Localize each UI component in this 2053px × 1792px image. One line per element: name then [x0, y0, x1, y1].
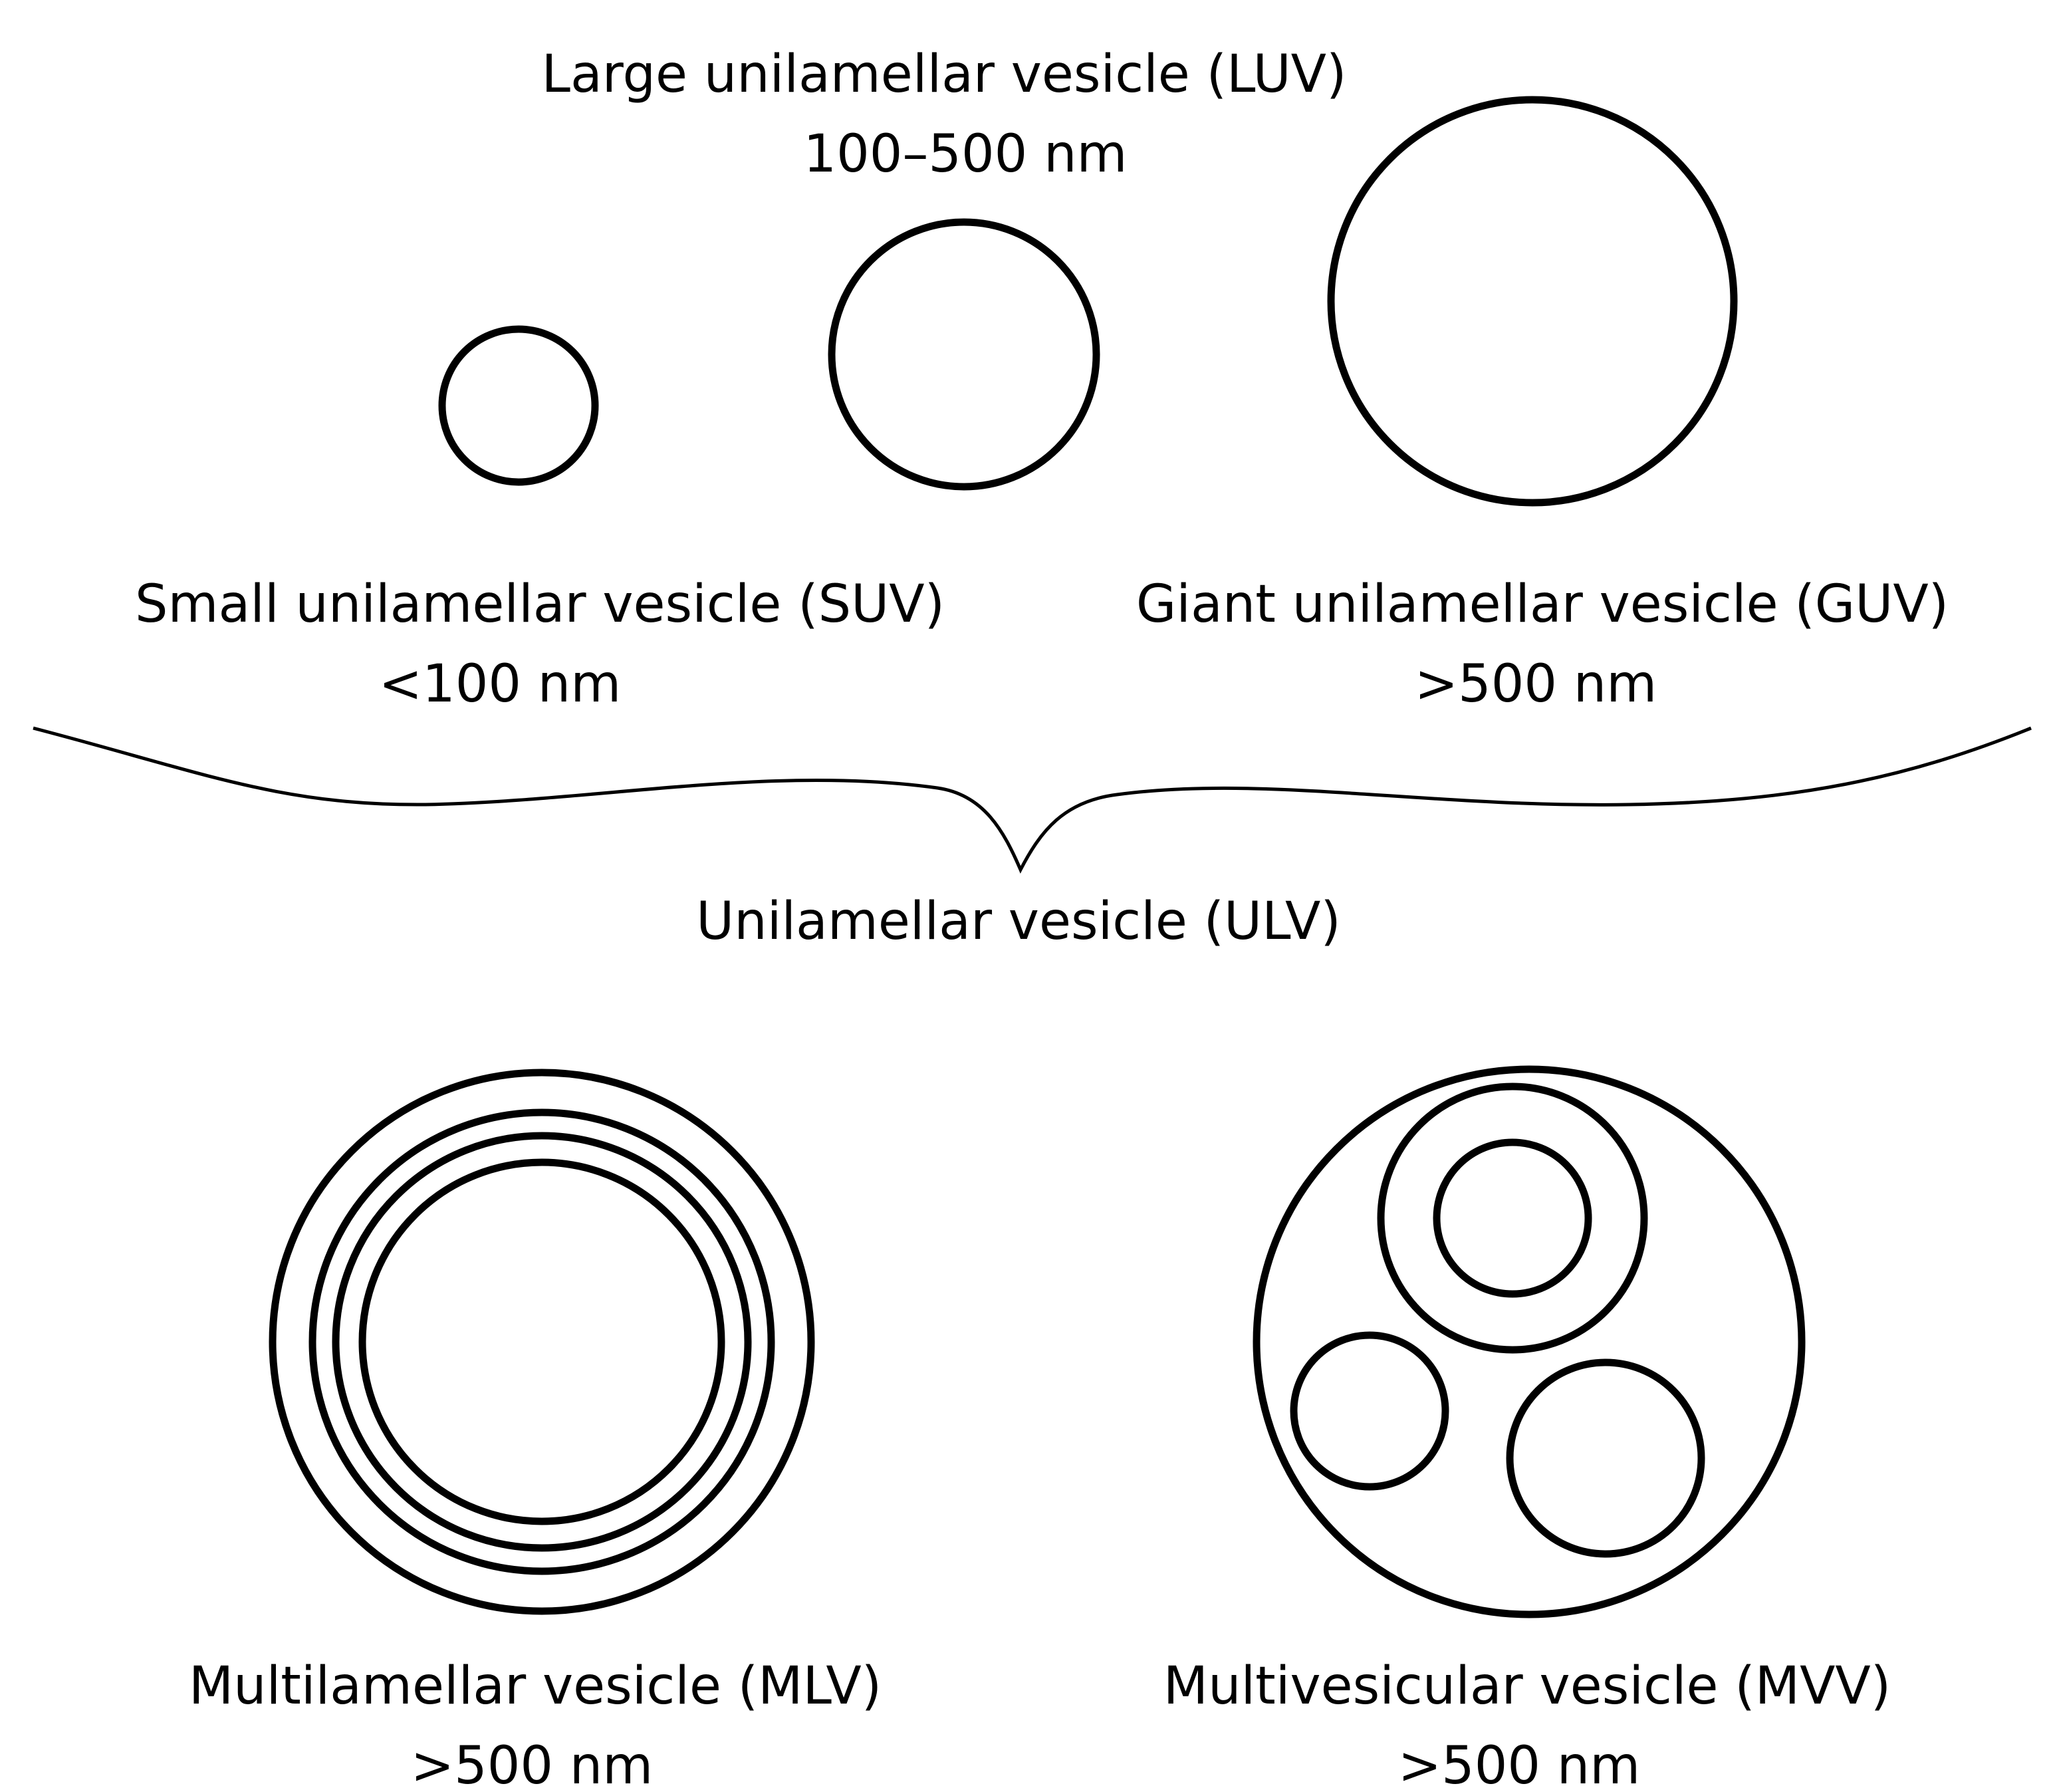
luv-size-label: 100–500 nm	[804, 124, 1128, 184]
ulv-name-label: Unilamellar vesicle (ULV)	[696, 892, 1341, 952]
mlv-name-label: Multilamellar vesicle (MLV)	[189, 1656, 882, 1716]
mlv-size-label: >500 nm	[411, 1736, 653, 1792]
mvv-name-label: Multivesicular vesicle (MVV)	[1163, 1656, 1891, 1716]
mlv-lamella-3	[332, 1132, 752, 1552]
suv-vesicle	[438, 325, 599, 486]
unilamellar-group-brace	[33, 726, 2032, 874]
mvv-inner-vesicle-right	[1506, 1358, 1705, 1558]
mlv-lamella-4	[358, 1158, 725, 1525]
guv-name-label: Giant unilamellar vesicle (GUV)	[1136, 575, 1949, 634]
suv-size-label: <100 nm	[379, 654, 621, 714]
mvv-inner-vesicle-left	[1290, 1331, 1449, 1491]
guv-size-label: >500 nm	[1415, 654, 1657, 714]
guv-vesicle	[1327, 96, 1738, 507]
suv-name-label: Small unilamellar vesicle (SUV)	[135, 575, 945, 634]
mvv-outer-membrane	[1253, 1065, 1806, 1618]
mvv-vesicle	[1253, 1065, 1806, 1618]
mlv-lamella-1	[269, 1069, 815, 1615]
mvv-nested-vesicle	[1433, 1138, 1592, 1298]
luv-vesicle	[828, 218, 1100, 491]
mvv-size-label: >500 nm	[1398, 1736, 1640, 1792]
mlv-lamella-2	[308, 1108, 775, 1575]
luv-name-label: Large unilamellar vesicle (LUV)	[542, 45, 1347, 104]
mlv-vesicle	[269, 1069, 815, 1615]
mvv-inner-vesicle-large	[1377, 1083, 1648, 1354]
